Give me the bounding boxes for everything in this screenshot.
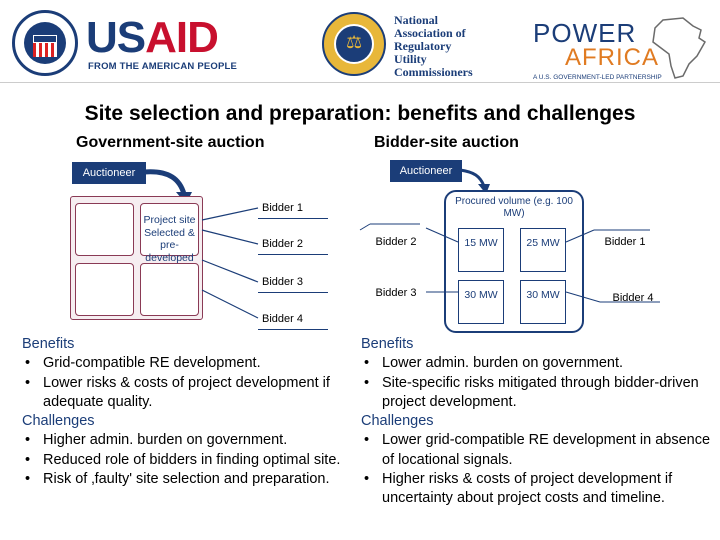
volume-cell: 30 MW bbox=[458, 280, 504, 324]
site-cell bbox=[75, 203, 134, 256]
right-auctioneer-label: Auctioneer bbox=[390, 160, 462, 182]
naruc-seal-icon: ⚖ bbox=[322, 12, 386, 76]
bidder-underline bbox=[258, 218, 328, 219]
volume-cell: 15 MW bbox=[458, 228, 504, 272]
project-site-cell: Project site Selected & pre-developed bbox=[140, 203, 199, 264]
bidder-underline bbox=[258, 254, 328, 255]
slide-title: Site selection and preparation: benefits… bbox=[84, 102, 636, 125]
volume-cell: 25 MW bbox=[520, 228, 566, 272]
list-item: Grid-compatible RE development. bbox=[22, 354, 362, 374]
left-bidder-3: Bidder 3 bbox=[262, 276, 303, 288]
site-grid: Project site Selected & pre-developed bbox=[70, 196, 203, 320]
left-auctioneer-label: Auctioneer bbox=[72, 162, 146, 184]
right-subtitle: Bidder-site auction bbox=[374, 134, 519, 151]
africa-wordmark: AFRICA bbox=[565, 44, 660, 71]
bidder-underline bbox=[258, 329, 328, 330]
naruc-wordmark: National Association of Regulatory Utili… bbox=[394, 13, 473, 79]
left-bidder-2: Bidder 2 bbox=[262, 238, 303, 250]
usaid-wordmark: USAID bbox=[86, 13, 219, 62]
usaid-logo: USAID FROM THE AMERICAN PEOPLE bbox=[12, 10, 242, 78]
left-challenges-heading: Challenges bbox=[22, 413, 95, 430]
right-bidder-2: Bidder 2 bbox=[375, 236, 417, 248]
header-divider bbox=[0, 82, 720, 83]
right-bidder-4: Bidder 4 bbox=[612, 292, 654, 304]
left-text-column: Benefits Grid-compatible RE development.… bbox=[22, 335, 362, 490]
right-bidder-1: Bidder 1 bbox=[604, 236, 646, 248]
procured-volume-label: Procured volume (e.g. 100 MW) bbox=[455, 196, 573, 219]
site-cell bbox=[140, 263, 199, 316]
power-wordmark: POWER bbox=[533, 18, 637, 48]
list-item: Lower risks & costs of project developme… bbox=[22, 374, 362, 413]
left-benefits-heading: Benefits bbox=[22, 336, 75, 352]
usaid-seal-icon bbox=[12, 10, 78, 76]
volume-cell: 30 MW bbox=[520, 280, 566, 324]
list-item: Reduced role of bidders in finding optim… bbox=[22, 451, 362, 471]
right-bidder-3: Bidder 3 bbox=[375, 287, 417, 299]
bidder-underline bbox=[258, 292, 328, 293]
bidder-connectors bbox=[201, 207, 259, 319]
left-subtitle: Government-site auction bbox=[76, 134, 265, 151]
right-benefits-heading: Benefits bbox=[361, 336, 414, 352]
power-africa-logo: POWER AFRICA A U.S. GOVERNMENT-LED PARTN… bbox=[533, 14, 708, 81]
africa-map-icon bbox=[652, 17, 706, 79]
bidder-volume-connectors bbox=[359, 223, 660, 303]
naruc-logo: ⚖ National Association of Regulatory Uti… bbox=[322, 12, 492, 79]
list-item: Lower grid-compatible RE development in … bbox=[361, 431, 713, 470]
list-item: Higher risks & costs of project developm… bbox=[361, 470, 713, 509]
usaid-tagline: FROM THE AMERICAN PEOPLE bbox=[88, 61, 238, 72]
left-bidder-4: Bidder 4 bbox=[262, 313, 303, 325]
list-item: Lower admin. burden on government. bbox=[361, 354, 713, 374]
site-cell bbox=[75, 263, 134, 316]
left-bidder-1: Bidder 1 bbox=[262, 202, 303, 214]
project-site-label: Project site Selected & pre-developed bbox=[143, 214, 196, 264]
right-text-column: Benefits Lower admin. burden on governme… bbox=[361, 335, 713, 509]
power-africa-tagline: A U.S. GOVERNMENT-LED PARTNERSHIP bbox=[533, 74, 662, 81]
list-item: Higher admin. burden on government. bbox=[22, 431, 362, 451]
list-item: Site-specific risks mitigated through bi… bbox=[361, 374, 713, 413]
list-item: Risk of ‚faulty' site selection and prep… bbox=[22, 470, 362, 490]
right-challenges-heading: Challenges bbox=[361, 413, 434, 430]
